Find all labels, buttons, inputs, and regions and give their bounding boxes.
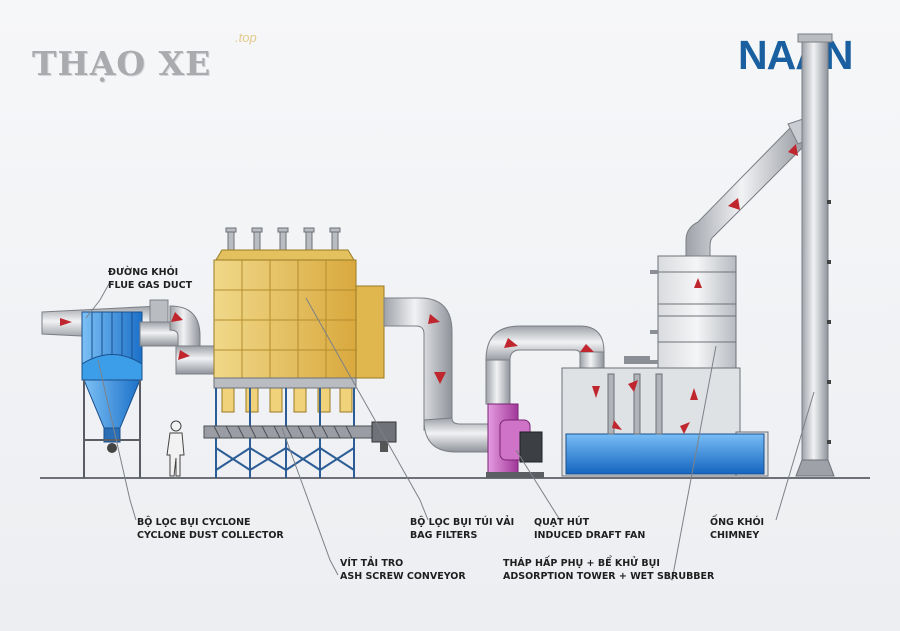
- wet-scrubber-tank: [562, 368, 768, 476]
- label-tower-vi: THÁP HẤP PHỤ + BỂ KHỬ BỤI: [503, 557, 714, 570]
- cyclone-shape: [82, 306, 216, 478]
- label-screw-conveyor: VÍT TẢI TRO ASH SCREW CONVEYOR: [340, 557, 466, 583]
- label-chimney-en: CHIMNEY: [710, 529, 764, 542]
- label-flue-gas-duct-vi: ĐƯỜNG KHÓI: [108, 266, 192, 279]
- label-draft-fan-vi: QUẠT HÚT: [534, 516, 645, 529]
- label-chimney-vi: ỐNG KHÓI: [710, 516, 764, 529]
- label-screw-conveyor-vi: VÍT TẢI TRO: [340, 557, 466, 570]
- ash-screw-conveyor-shape: [204, 422, 396, 452]
- label-flue-gas-duct: ĐƯỜNG KHÓI FLUE GAS DUCT: [108, 266, 192, 292]
- label-tower-en: ADSORPTION TOWER + WET SBRUBBER: [503, 570, 714, 583]
- adsorption-tower-shape: [624, 256, 736, 368]
- label-cyclone-en: CYCLONE DUST COLLECTOR: [137, 529, 284, 542]
- label-draft-fan: QUẠT HÚT INDUCED DRAFT FAN: [534, 516, 645, 542]
- bag-filter-house: [214, 228, 384, 478]
- label-flue-gas-duct-en: FLUE GAS DUCT: [108, 279, 192, 292]
- person-figure: [167, 421, 184, 476]
- duct-fan-to-tower: [580, 352, 604, 370]
- chimney-shape: [796, 34, 834, 476]
- label-bag-filters: BỘ LỌC BỤI TÚI VẢI BAG FILTERS: [410, 516, 514, 542]
- label-tower: THÁP HẤP PHỤ + BỂ KHỬ BỤI ADSORPTION TOW…: [503, 557, 714, 583]
- label-cyclone-vi: BỘ LỌC BỤI CYCLONE: [137, 516, 284, 529]
- label-bag-filters-en: BAG FILTERS: [410, 529, 514, 542]
- duct-tower-to-chimney: [686, 118, 812, 256]
- label-screw-conveyor-en: ASH SCREW CONVEYOR: [340, 570, 466, 583]
- label-chimney: ỐNG KHÓI CHIMNEY: [710, 516, 764, 542]
- label-draft-fan-en: INDUCED DRAFT FAN: [534, 529, 645, 542]
- label-bag-filters-vi: BỘ LỌC BỤI TÚI VẢI: [410, 516, 514, 529]
- label-cyclone: BỘ LỌC BỤI CYCLONE CYCLONE DUST COLLECTO…: [137, 516, 284, 542]
